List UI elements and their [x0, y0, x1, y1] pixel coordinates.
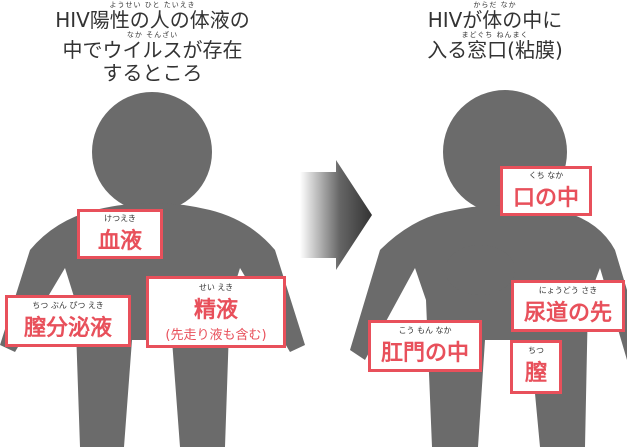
mouth-text: 口の中	[512, 186, 579, 211]
anus-furigana: こう もん なか	[398, 326, 452, 335]
semen-text: 精液	[193, 298, 238, 323]
blood-label: けつえき 血液	[77, 209, 163, 259]
left-title-ruby-2: なか そんざい	[126, 31, 179, 39]
mouth-furigana: くち なか	[528, 171, 564, 180]
left-title-line-2: 中でウイルスが存在	[62, 38, 243, 62]
anus-text: 肛門の中	[380, 341, 469, 366]
vagina-text: 膣	[524, 361, 547, 386]
left-title: ようせい ひと たいえき HIV陽性の人の体液の なか そんざい 中でウイルスが…	[30, 2, 275, 85]
left-head	[92, 92, 212, 212]
right-title-line-1: HIVが体の中に	[427, 8, 563, 32]
urethra-text: 尿道の先	[523, 301, 612, 326]
left-title-ruby-1: ようせい ひと たいえき	[109, 1, 196, 9]
semen-furigana: せい えき	[198, 283, 234, 292]
left-title-line-1: HIV陽性の人の体液の	[55, 8, 250, 32]
semen-label: せい えき 精液 (先走り液も含む)	[146, 276, 286, 348]
mouth-label: くち なか 口の中	[500, 166, 592, 216]
left-title-line-3: するところ	[102, 61, 203, 85]
right-title-ruby-1: からだ なか	[473, 1, 517, 9]
right-title: からだ なか HIVが体の中に まどぐち ねんまく 入る窓口(粘膜)	[385, 2, 605, 62]
urethra-label: にょうどう さき 尿道の先	[511, 280, 625, 332]
urethra-furigana: にょうどう さき	[538, 286, 598, 295]
arrow-icon	[300, 160, 372, 270]
vaginal-fluid-label: ちつ ぶん ぴつ えき 膣分泌液	[5, 295, 131, 347]
vaginal-fluid-text: 膣分泌液	[23, 316, 112, 341]
vagina-label: ちつ 膣	[510, 340, 562, 394]
right-title-line-2: 入る窓口(粘膜)	[427, 38, 563, 62]
vaginal-fluid-furigana: ちつ ぶん ぴつ えき	[32, 301, 104, 310]
anus-label: こう もん なか 肛門の中	[368, 320, 482, 372]
right-title-ruby-2: まどぐち ねんまく	[461, 31, 529, 39]
right-belly	[445, 245, 515, 295]
semen-note: (先走り液も含む)	[165, 328, 267, 343]
vagina-furigana: ちつ	[528, 346, 544, 355]
blood-text: 血液	[97, 229, 142, 254]
blood-furigana: けつえき	[104, 214, 136, 223]
